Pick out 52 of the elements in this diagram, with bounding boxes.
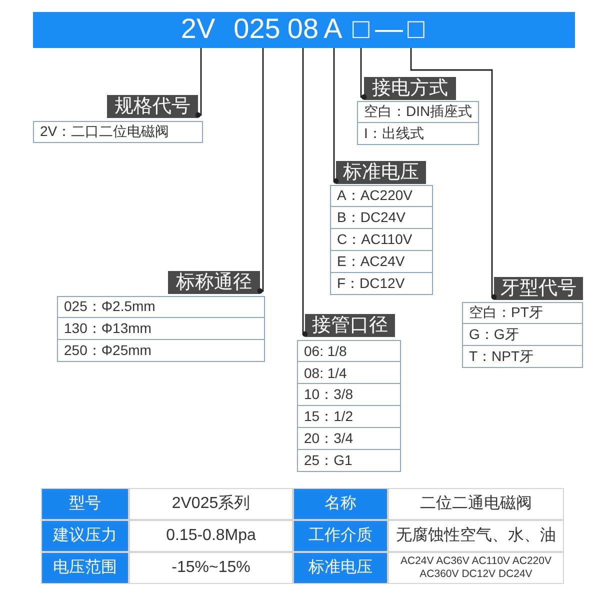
spec-header-cell: 型号 [41,488,129,520]
option-row: T：NPT牙 [462,346,583,368]
section-heading: 标准电压 [336,161,426,184]
leader-line [410,48,497,300]
section-heading: 标称通径 [168,271,260,294]
leader-line [360,48,367,100]
spec-value-cell: 无腐蚀性空气、水、油 [388,520,564,552]
option-row: E：AC24V [330,251,433,273]
section-heading: 接管口径 [305,314,395,337]
spec-value-cell: 0.15-0.8Mpa [129,520,293,552]
option-row: I：出线式 [357,123,479,145]
option-row: A：AC220V [330,185,433,207]
model-code-part: — [374,14,404,48]
option-row: C：AC110V [330,229,433,251]
option-row: 130：Φ13mm [57,318,265,340]
spec-header-cell: 建议压力 [41,520,129,552]
option-row: F：DC12V [330,273,433,295]
spec-value-cell: AC24V AC36V AC110V AC220V AC360V DC12V DC24V [388,552,564,584]
model-code-part: 025 [232,14,282,48]
option-row: 空白：PT牙 [462,302,583,324]
option-row: B：DC24V [330,207,433,229]
spec-header-cell: 名称 [293,488,388,520]
section-heading: 规格代号 [107,95,198,118]
option-row: 08: 1/4 [297,362,401,384]
option-row: 20：3/4 [297,428,401,450]
option-row: 空白：DIN插座式 [357,101,479,123]
option-row: G：G牙 [462,324,583,346]
model-code-part: A [322,14,344,48]
spec-value-cell: 2V025系列 [129,488,293,520]
leader-line [195,48,202,118]
option-row: 025：Φ2.5mm [57,296,265,318]
model-code-part: □ [350,14,372,48]
spec-header-cell: 标准电压 [293,552,388,584]
option-row: 250：Φ25mm [57,340,265,362]
model-code-part: 2V [179,14,217,48]
section-heading: 接电方式 [364,77,456,100]
option-row: 15：1/2 [297,406,401,428]
spec-header-cell: 工作介质 [293,520,388,552]
leader-line [333,48,339,184]
section-heading: 牙型代号 [494,277,583,300]
model-code-part: □ [405,14,427,48]
leader-line [257,48,264,294]
option-row: 10：3/8 [297,384,401,406]
model-code-part: 08 [286,14,320,48]
spec-header-cell: 电压范围 [41,552,129,584]
model-code-bar [33,12,575,48]
spec-value-cell: 二位二通电磁阀 [388,488,564,520]
spec-value-cell: -15%~15% [129,552,293,584]
option-row: 2V：二口二位电磁阀 [33,121,203,143]
option-row: 06: 1/8 [297,340,401,362]
option-row: 25：G1 [297,450,401,472]
leader-line [302,48,308,337]
